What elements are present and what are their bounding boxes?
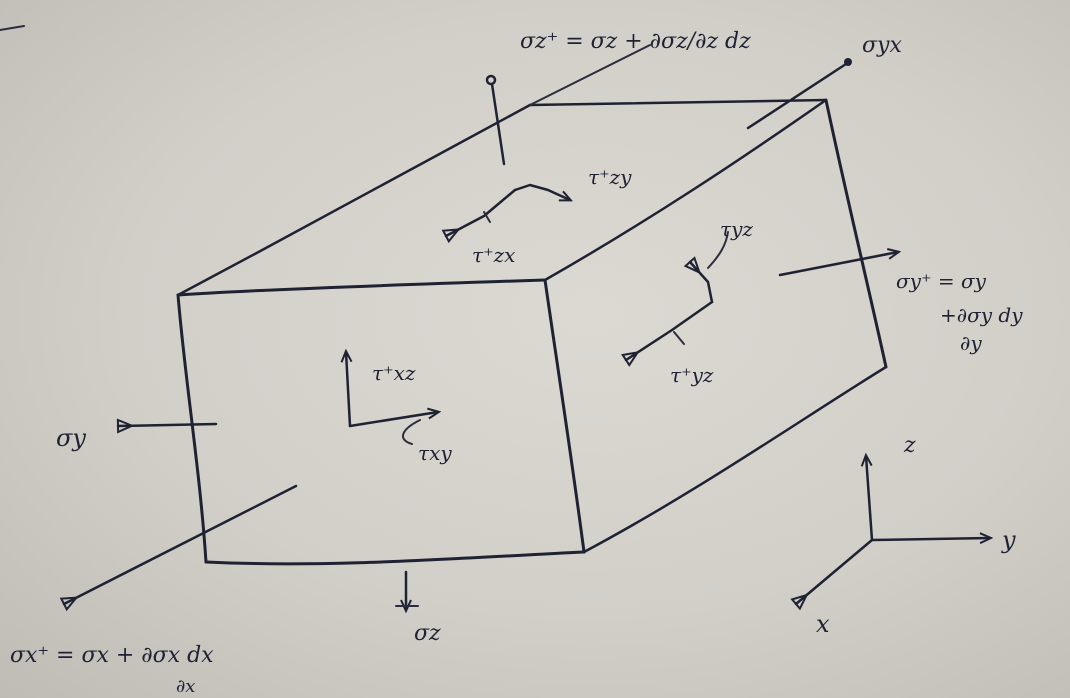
sigma-x-plus-arrow (64, 484, 298, 604)
top-face-left-edge (176, 103, 532, 297)
label-sigma-y-plus-1: σy⁺ = σy (896, 269, 987, 293)
label-axis-x: x (816, 610, 830, 638)
tau-zx-tick (483, 211, 491, 223)
label-sigma-y-plus-2: +∂σy dy (940, 303, 1023, 327)
label-sigma-z: σz (414, 621, 441, 646)
tau-xz-plus-arrow (346, 352, 350, 428)
x-axis-arrow (796, 538, 874, 604)
front-face-top-edge (176, 278, 547, 297)
label-sigma-yx: σyx (862, 33, 902, 58)
front-face-left-edge (176, 293, 208, 564)
label-tau-yz-plus: τ⁺yz (670, 363, 714, 387)
label-tau-xz-plus: τ⁺xz (372, 361, 416, 385)
top-face-right-edge (543, 98, 828, 282)
right-face-bottom-edge (582, 365, 888, 554)
right-face-back-edge (824, 98, 888, 369)
label-axis-y: y (1001, 526, 1016, 554)
tau-yz-plus-tick (673, 331, 685, 345)
tau-xy-arrow (348, 412, 438, 428)
front-face-right-edge (543, 278, 586, 554)
label-tau-zx-plus: τ⁺zx (472, 243, 515, 267)
sigma-y-arrow (116, 424, 218, 426)
label-sigma-z-plus: σz⁺ = σz + ∂σz/∂z dz (520, 29, 751, 54)
top-face-back-edge (528, 98, 828, 107)
label-sigma-x-plus-1: σx⁺ = σx + ∂σx dx (10, 643, 214, 668)
tau-yz-arrow (690, 262, 714, 304)
sigma-z-plus-arrow (485, 74, 506, 166)
label-tau-yz: τyz (720, 217, 753, 241)
z-axis-arrow (866, 456, 874, 542)
tau-yz-leader (707, 231, 729, 269)
front-face-bottom-edge (204, 550, 586, 566)
label-axis-z: z (903, 433, 916, 458)
label-sigma-y-plus-3: ∂y (960, 331, 982, 355)
tau-yz-plus-arrow (626, 300, 714, 360)
sigma-z-label-leader (529, 44, 651, 106)
y-axis-arrow (870, 538, 990, 540)
label-sigma-x-plus-2: ∂x (176, 676, 195, 697)
margin-mark (0, 25, 25, 31)
label-tau-zy-plus: τ⁺zy (588, 165, 632, 189)
cube (176, 98, 888, 566)
label-tau-xy: τxy (418, 441, 452, 465)
label-sigma-y: σy (56, 424, 86, 452)
tau-zx-plus-arrow (446, 188, 517, 236)
sigma-y-plus-arrow (778, 252, 898, 277)
tau-zy-plus-arrow (513, 183, 570, 200)
sigma-yx-arrow (746, 58, 852, 130)
tau-xy-leader (402, 419, 421, 445)
coordinate-axes (796, 456, 990, 604)
